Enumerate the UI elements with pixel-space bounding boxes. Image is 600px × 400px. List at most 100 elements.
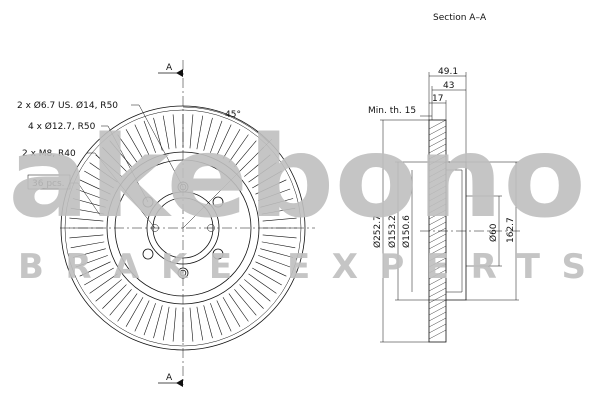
center-bore (152, 197, 214, 259)
vent-vane (162, 115, 170, 150)
angle-label: 45° (225, 110, 241, 120)
hatch-line (428, 239, 447, 250)
section-title: Section A–A (433, 13, 487, 23)
vent-vane (143, 120, 156, 153)
vent-vanes (69, 114, 297, 342)
vent-vane (261, 207, 296, 215)
locating-holes (177, 181, 189, 279)
vent-vane (70, 241, 105, 249)
vent-vane (222, 129, 241, 159)
vent-vane (216, 300, 232, 332)
vent-vane (258, 188, 291, 201)
vent-vane (252, 170, 282, 189)
hatch-line (428, 287, 447, 298)
bolt-holes (142, 196, 224, 260)
bolt-hole (142, 248, 154, 260)
hatch-line (428, 311, 447, 322)
dim-dia-60: Ø60 (488, 223, 499, 242)
callout-vanes-box (27, 174, 71, 190)
bolt-hole (212, 196, 224, 208)
dim-width-43: 43 (443, 81, 454, 91)
hatch-line (428, 191, 447, 202)
section-marker-top: A (158, 63, 183, 77)
vent-vane (72, 248, 106, 258)
hatch-line (428, 305, 447, 316)
vent-vane (69, 217, 104, 222)
vent-vane (222, 297, 241, 327)
vent-vane (75, 255, 108, 268)
hatch-line (428, 179, 447, 190)
dim-dia-150: Ø150.6 (401, 215, 412, 248)
vent-vane (109, 140, 132, 167)
vent-vane (203, 305, 213, 339)
callout-holes-6-7: 2 x Ø6.7 US. Ø14, R50 (17, 100, 118, 111)
vent-vane (162, 306, 170, 341)
min-thickness: Min. th. 15 (368, 106, 416, 116)
vent-vane (84, 267, 114, 286)
angle-ray (182, 138, 273, 229)
vent-vane (172, 307, 177, 342)
hatch-line (428, 155, 447, 166)
hatch-line (428, 137, 447, 148)
vent-vane (79, 179, 111, 195)
hatch-line (428, 221, 447, 232)
hatch-line (428, 245, 447, 256)
vent-vane (255, 179, 287, 195)
vent-vane (117, 293, 138, 322)
vent-vane (117, 134, 138, 163)
vent-vane (228, 134, 249, 163)
hatch-line (428, 317, 447, 328)
angle-arc (182, 106, 269, 143)
vent-vane (102, 284, 127, 309)
vent-vane (89, 162, 118, 183)
vent-vane (84, 170, 114, 189)
hatch-line (428, 215, 447, 226)
vent-vane (262, 217, 297, 222)
vent-vane (196, 306, 204, 341)
hatch-line (428, 251, 447, 262)
vent-vane (216, 124, 232, 156)
hatch-line (428, 257, 447, 268)
vent-vane (210, 303, 223, 336)
hatch-line (428, 131, 447, 142)
vent-vane (89, 273, 118, 294)
vent-vane (95, 279, 122, 302)
hatch-line (428, 167, 447, 178)
vent-vane (143, 303, 156, 336)
callout-vanes: 36 pcs. (32, 179, 65, 189)
hatch-line (428, 323, 447, 334)
dim-width-total: 49.1 (438, 67, 458, 77)
vent-vane (248, 273, 277, 294)
vent-vane (125, 129, 144, 159)
vent-vane (125, 297, 144, 327)
vent-vane (210, 120, 223, 153)
vent-vane (189, 114, 194, 149)
vent-vane (153, 305, 163, 339)
vent-vane (95, 154, 122, 177)
section-marker-bottom-label: A (166, 373, 173, 383)
bolt-hole (142, 196, 154, 208)
dim-dia-162: 162.7 (506, 217, 516, 243)
bolt-hole (212, 248, 224, 260)
locating-hole-counterbore (177, 181, 189, 193)
callout-holes-12-7: 4 x Ø12.7, R50 (28, 121, 96, 132)
front-view: 45° 2 x Ø6.7 US. Ø14, R50 4 x Ø12.7, R50… (17, 60, 315, 387)
hatch-line (428, 329, 447, 340)
dim-dia-153: Ø153.2 (387, 215, 398, 248)
threaded-hole (207, 224, 215, 232)
logo-tagline: BRAKE EXPERTS (18, 247, 586, 287)
section-view: Section A–A 49.1 43 17 Min. th. 15 Ø252.… (368, 13, 520, 343)
hatch-line (428, 203, 447, 214)
hatch-line (428, 263, 447, 274)
vent-vane (234, 140, 257, 167)
hatch-line (428, 269, 447, 280)
vent-vane (69, 234, 104, 239)
hatch-line (428, 227, 447, 238)
locating-hole (179, 269, 187, 277)
hatch-line (428, 125, 447, 136)
section-marker-bottom: A (158, 373, 183, 387)
threaded-hole (151, 224, 159, 232)
vent-vane (244, 279, 271, 302)
vent-vane (255, 261, 287, 277)
